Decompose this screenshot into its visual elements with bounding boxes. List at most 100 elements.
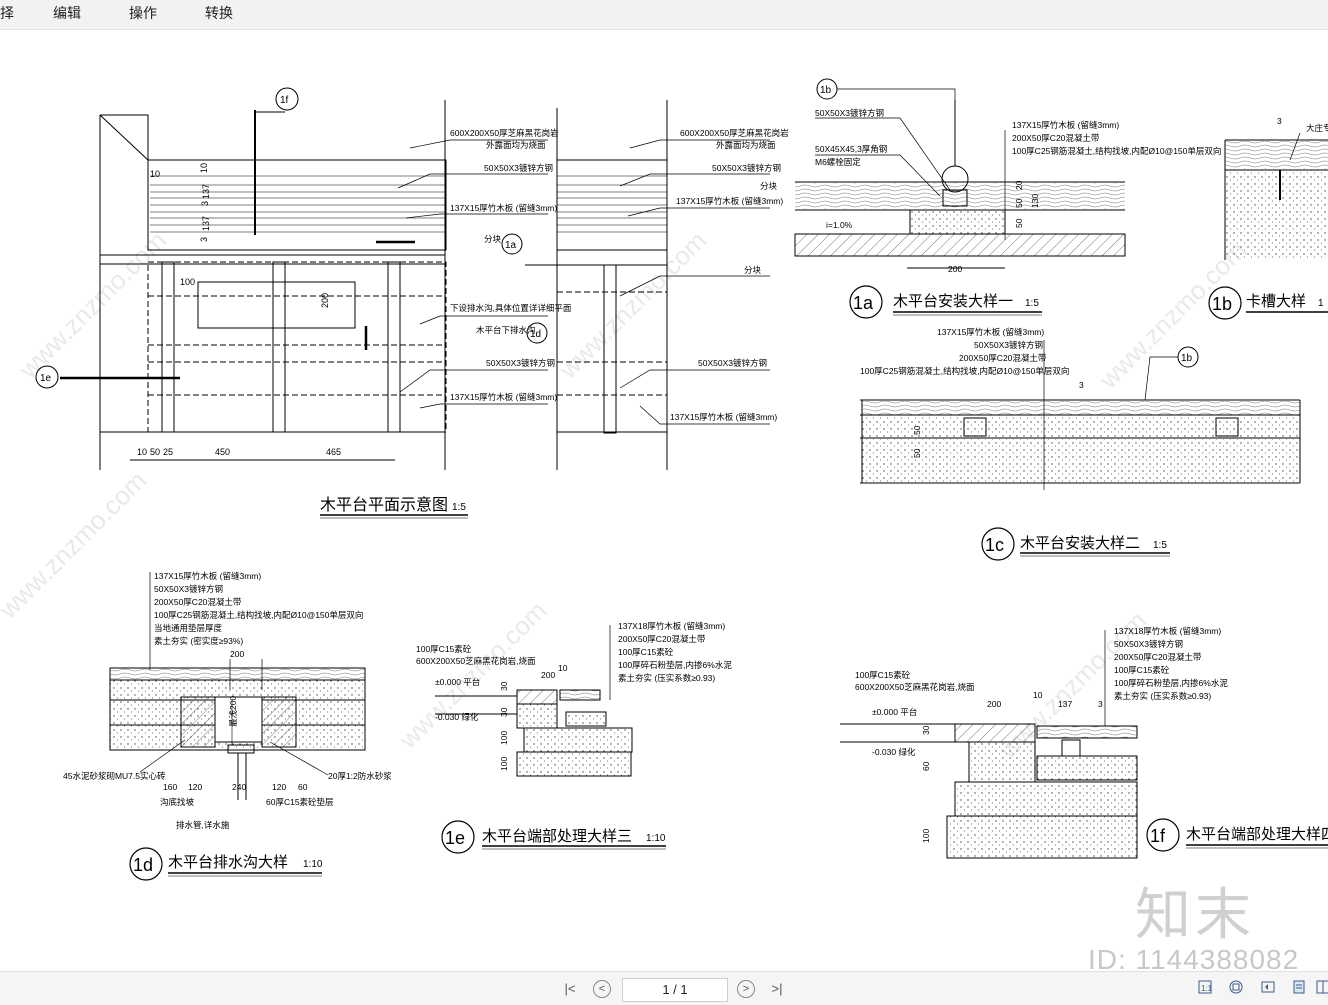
d1b-title-scale: 1: [1318, 298, 1324, 309]
fit-width-icon[interactable]: 1:1: [1196, 979, 1214, 997]
plan-dim-200: 200: [320, 293, 330, 308]
callout-1b-on-1c[interactable]: 1b: [1144, 346, 1199, 401]
single-page-icon[interactable]: [1290, 979, 1308, 997]
d1a-dim-50: 50: [1014, 198, 1024, 208]
d1c-tag-steel: 50X50X3镀锌方钢: [974, 340, 1043, 350]
d1a-tag-board: 137X15厚竹木板 (留缝3mm): [1012, 120, 1119, 130]
callout-1d-plan-label: 1d: [530, 329, 541, 340]
plan-dim-465: 465: [326, 447, 341, 457]
detail-1a-leaders: [815, 117, 1006, 240]
callout-1a-plan[interactable]: 1a: [501, 233, 523, 255]
callout-1b-on-1c-label: 1b: [1181, 353, 1193, 364]
plan-title: 木平台平面示意图 1:5: [320, 495, 468, 519]
plan-leaders: [397, 139, 548, 409]
document-canvas[interactable]: www.znzmo.com www.znzmo.com www.znzmo.co…: [0, 30, 1328, 970]
prev-page-button[interactable]: <: [593, 980, 611, 998]
d1e-dim-30a: 30: [499, 681, 509, 691]
d1e-title-text: 木平台端部处理大样三: [482, 828, 632, 845]
d1e-dim-10: 10: [558, 663, 568, 673]
plan-b-tag-board-a: 137X15厚竹木板 (留缝3mm): [676, 196, 783, 206]
plan-b-leaders: [619, 139, 770, 425]
d1c-tag-board: 137X15厚竹木板 (留缝3mm): [937, 327, 1044, 337]
d1a-dim-130: 130: [1030, 194, 1040, 208]
plan-b-tag-granite: 600X200X50厚芝麻黑花岗岩: [680, 128, 789, 138]
plan-dim-25-bottom: 25: [163, 447, 173, 457]
d1d-tag-mortar: 20厚1:2防水砂浆: [328, 771, 392, 781]
plan-b-view: [525, 100, 668, 470]
plan-b-tag-burnface: 外露面均为烧面: [716, 140, 776, 150]
d1f-tag-gravel: 100厚碎石粉垫层,内掺6%水泥: [1114, 678, 1228, 688]
last-page-button[interactable]: >|: [771, 981, 783, 996]
d1f-dim-3: 3: [1098, 699, 1103, 709]
callout-1e-plan[interactable]: 1e: [35, 365, 59, 389]
plan-tag-drain-below: 下设排水沟,具体位置详详细平面: [450, 303, 572, 313]
callout-1f[interactable]: 1f: [275, 87, 299, 111]
detail-1e: [435, 625, 633, 777]
d1d-dim-240: 240: [232, 782, 246, 792]
plan-dim-3-a: 3: [200, 201, 210, 206]
d1e-tag-platform: ±0.000 平台: [435, 677, 480, 687]
plan-b-tag-block-b: 分块: [744, 265, 762, 275]
plan-b-tag-steel-a: 50X50X3镀锌方钢: [712, 163, 781, 173]
detail-1c-title: 1c 木平台安装大样二 1:5: [981, 527, 1170, 561]
d1e-tag-c15: 100厚C15素砼: [618, 647, 674, 657]
d1e-tag-c15-left: 100厚C15素砼: [416, 644, 472, 654]
plan-tag-drain: 木平台下排水沟: [476, 325, 536, 335]
page-number-field[interactable]: 1 / 1: [622, 978, 728, 1002]
d1e-tag-gravel: 100厚碎石粉垫层,内掺6%水泥: [618, 660, 732, 670]
d1d-dim-60: 60: [298, 782, 308, 792]
plan-tag-steel-b: 50X50X3镀锌方钢: [486, 358, 555, 368]
double-page-icon[interactable]: [1314, 979, 1328, 997]
d1c-title-text: 木平台安装大样二: [1020, 535, 1140, 552]
brand-id-watermark: ID: 1144388082: [1088, 944, 1300, 970]
plan-b-labels: 600X200X50厚芝麻黑花岗岩 外露面均为烧面 50X50X3镀锌方钢 分块…: [670, 128, 789, 422]
detail-1e-labels: 137X18厚竹木板 (留缝3mm) 200X50厚C20混凝土带 100厚C1…: [416, 621, 732, 771]
d1a-dim-200: 200: [948, 264, 962, 274]
d1a-dim-slope: i=1.0%: [826, 220, 853, 230]
detail-1d: [109, 659, 366, 800]
fit-page-icon[interactable]: [1227, 979, 1245, 997]
callout-1b-on-1a[interactable]: 1b: [816, 78, 956, 100]
d1e-tag-soil: 素土夯实 (压实系数≥0.93): [618, 673, 715, 683]
d1f-dim-30: 30: [921, 725, 931, 735]
plan-tag-board-b: 137X15厚竹木板 (留缝3mm): [450, 392, 557, 402]
d1f-dim-10: 10: [1033, 690, 1043, 700]
d1f-tag-c15-left: 100厚C15素砼: [855, 670, 911, 680]
d1e-dim-200: 200: [541, 670, 555, 680]
d1b-title-text: 卡槽大样: [1246, 293, 1306, 310]
menu-item-convert[interactable]: 转换: [205, 5, 233, 21]
d1e-dim-30b: 30: [499, 707, 509, 717]
d1a-tag-concrete: 200X50厚C20混凝土带: [1012, 133, 1100, 143]
plan-dim-137-a: 137: [201, 184, 211, 199]
d1b-leader: [1289, 132, 1301, 161]
detail-1f-title: 1f 木平台端部处理大样四: [1146, 818, 1328, 852]
menu-item-operate[interactable]: 操作: [129, 5, 157, 21]
d1c-title-scale: 1:5: [1153, 540, 1167, 551]
d1e-dim-100b: 100: [499, 757, 509, 771]
menu-item-select[interactable]: 择: [0, 5, 14, 21]
rotate-icon[interactable]: [1259, 979, 1277, 997]
plan-dimensions: 10 137 3 137 3 10 100 200 10 50 25 450 4…: [137, 163, 341, 457]
menu-item-edit[interactable]: 编辑: [53, 5, 81, 21]
d1d-dim-min200: 最浅200: [228, 696, 238, 727]
first-page-button[interactable]: |<: [564, 981, 576, 996]
d1c-dim-50a: 50: [912, 425, 922, 435]
d1f-tag-green: -0.030 绿化: [872, 747, 916, 757]
detail-1f-labels: 137X18厚竹木板 (留缝3mm) 50X50X3镀锌方钢 200X50厚C2…: [855, 626, 1228, 843]
d1e-tag-green: -0.030 绿化: [435, 712, 479, 722]
callout-1d-plan[interactable]: 1d: [526, 322, 548, 344]
plan-dim-10-bottom: 10: [137, 447, 147, 457]
d1f-dim-100: 100: [921, 829, 931, 843]
detail-1b-title: 1b 卡槽大样 1: [1208, 286, 1328, 320]
next-page-button[interactable]: >: [737, 980, 755, 998]
detail-1c-labels: 137X15厚竹木板 (留缝3mm) 50X50X3镀锌方钢 200X50厚C2…: [860, 327, 1084, 458]
plan-b-tag-block-a: 分块: [760, 181, 778, 191]
d1a-tag-angle: 50X45X45,3厚角钢: [815, 144, 887, 154]
d1e-tag-granite: 600X200X50芝麻黑花岗岩,烧面: [416, 656, 536, 666]
d1d-tag-slab: 100厚C25钢筋混凝土,结构找坡,内配Ø10@150单层双向: [154, 610, 363, 620]
d1a-badge: 1a: [853, 293, 874, 313]
callout-1b-on-1a-label: 1b: [820, 85, 832, 96]
plan-dim-10-left: 10: [150, 169, 160, 179]
plan-b-tag-steel-b: 50X50X3镀锌方钢: [698, 358, 767, 368]
d1e-tag-concrete: 200X50厚C20混凝土带: [618, 634, 706, 644]
